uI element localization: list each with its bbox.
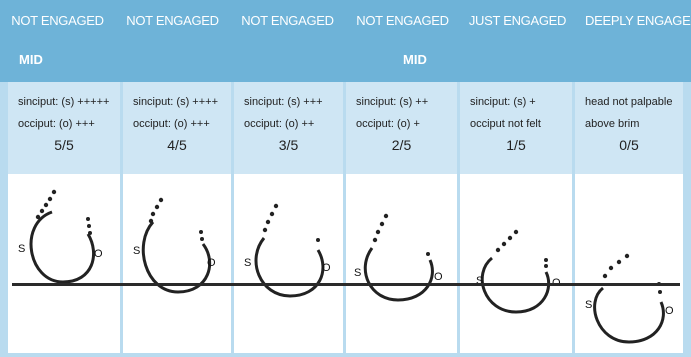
head-drawing: S O [460, 174, 572, 353]
sinciput-text: sinciput: (s) +++++ [18, 96, 110, 108]
fetal-head-diagram: S O [133, 197, 216, 294]
occiput-text: occiput: (o) + [356, 118, 420, 130]
head-drawing: S O [8, 174, 120, 353]
head-drawing: S O [234, 174, 343, 353]
sinciput-text: sinciput: (s) +++ [244, 96, 323, 108]
sinciput-text: sinciput: (s) + [470, 96, 536, 108]
occiput-text: occiput: (o) +++ [18, 118, 95, 130]
fetal-head-diagram: S O [244, 203, 331, 298]
head-not-palpable-text: head not palpable [585, 96, 673, 108]
header-col-2: NOT ENGAGED [126, 12, 219, 28]
fetal-head-diagram: S O [354, 213, 443, 302]
stage-column-2of5: sinciput: (s) ++ occiput: (o) + 2/5 S O [346, 82, 457, 353]
header-col-6: DEEPLY ENGAGED [585, 12, 691, 28]
occiput-text: occiput not felt [470, 118, 541, 130]
occiput-label: O [94, 248, 103, 260]
pelvic-brim-line [12, 283, 680, 286]
stage-column-0of5: head not palpable above brim 0/5 S O [575, 82, 683, 353]
sinciput-label: S [18, 243, 25, 255]
occiput-label: O [207, 257, 216, 269]
stage-info: sinciput: (s) ++ occiput: (o) + 2/5 [346, 82, 457, 174]
stage-info: head not palpable above brim 0/5 [575, 82, 683, 174]
header-col-3: NOT ENGAGED [241, 12, 334, 28]
fetal-head-diagram: S O [476, 229, 561, 314]
stage-info: sinciput: (s) +++ occiput: (o) ++ 3/5 [234, 82, 343, 174]
mid-label-right: MID [403, 52, 427, 67]
fetal-head-diagram: S O [585, 253, 674, 344]
score-text: 3/5 [278, 137, 299, 153]
fetal-head-diagram: S O [18, 189, 103, 284]
sinciput-label: S [133, 245, 140, 257]
head-drawing: S O [123, 174, 231, 353]
header-bar: NOT ENGAGED NOT ENGAGED NOT ENGAGED NOT … [0, 0, 691, 82]
stage-column-3of5: sinciput: (s) +++ occiput: (o) ++ 3/5 S … [234, 82, 343, 353]
stage-column-5of5: sinciput: (s) +++++ occiput: (o) +++ 5/5… [8, 82, 120, 353]
header-col-4: NOT ENGAGED [356, 12, 449, 28]
sinciput-label: S [585, 299, 592, 311]
mid-label-left: MID [19, 52, 43, 67]
sinciput-text: sinciput: (s) ++++ [133, 96, 218, 108]
header-col-1: NOT ENGAGED [11, 12, 104, 28]
head-drawing: S O [575, 174, 683, 353]
stage-column-4of5: sinciput: (s) ++++ occiput: (o) +++ 4/5 … [123, 82, 231, 353]
header-col-5: JUST ENGAGED [468, 12, 567, 28]
occiput-text: occiput: (o) +++ [133, 118, 210, 130]
sinciput-label: S [244, 257, 251, 269]
stage-info: sinciput: (s) +++++ occiput: (o) +++ 5/5 [8, 82, 120, 174]
occiput-label: O [665, 305, 674, 317]
sinciput-text: sinciput: (s) ++ [356, 96, 429, 108]
occiput-label: O [434, 271, 443, 283]
occiput-text: occiput: (o) ++ [244, 118, 315, 130]
sinciput-label: S [354, 267, 361, 279]
stage-info: sinciput: (s) ++++ occiput: (o) +++ 4/5 [123, 82, 231, 174]
score-text: 1/5 [506, 137, 526, 153]
occiput-label: O [322, 262, 331, 274]
score-text: 5/5 [54, 137, 74, 153]
score-text: 2/5 [391, 137, 412, 153]
sinciput-label: S [476, 275, 483, 287]
stage-column-1of5: sinciput: (s) + occiput not felt 1/5 S O [460, 82, 572, 353]
head-drawing: S O [346, 174, 457, 353]
above-brim-text: above brim [585, 118, 640, 130]
score-text: 0/5 [619, 137, 639, 153]
score-text: 4/5 [167, 137, 187, 153]
stage-info: sinciput: (s) + occiput not felt 1/5 [460, 82, 572, 174]
